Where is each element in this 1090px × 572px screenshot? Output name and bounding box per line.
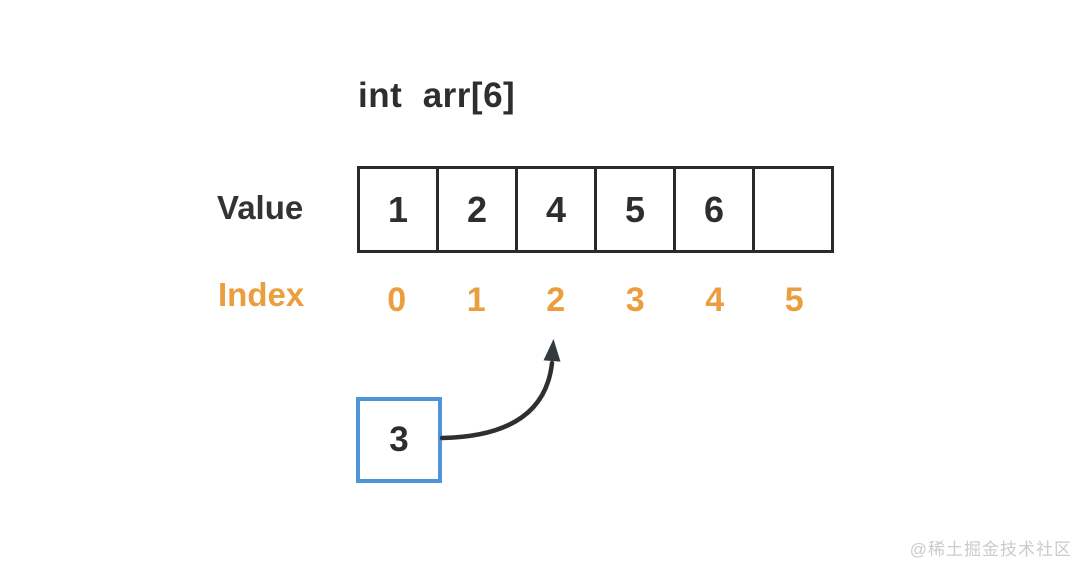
insert-arrow-icon [439, 339, 561, 441]
array-cell-0: 1 [357, 166, 439, 253]
array-declaration-title: int arr[6] [358, 76, 516, 115]
value-row-label: Value [217, 189, 304, 226]
insert-value-box: 3 [356, 397, 442, 483]
index-2: 2 [546, 281, 566, 319]
index-row: 0 1 2 3 4 5 [357, 281, 834, 320]
index-1: 1 [466, 281, 486, 319]
array-cells: 1 2 4 5 6 [357, 166, 834, 253]
index-5: 5 [784, 281, 804, 319]
array-cell-5-empty [752, 166, 834, 253]
index-3: 3 [625, 281, 645, 319]
index-0: 0 [387, 281, 407, 319]
index-4: 4 [705, 281, 725, 319]
array-cell-3: 5 [594, 166, 676, 253]
array-cell-1: 2 [436, 166, 518, 253]
array-cell-2: 4 [515, 166, 597, 253]
index-row-label: Index [218, 276, 305, 313]
array-cell-4: 6 [673, 166, 755, 253]
watermark-text: @稀土掘金技术社区 [909, 540, 1072, 559]
